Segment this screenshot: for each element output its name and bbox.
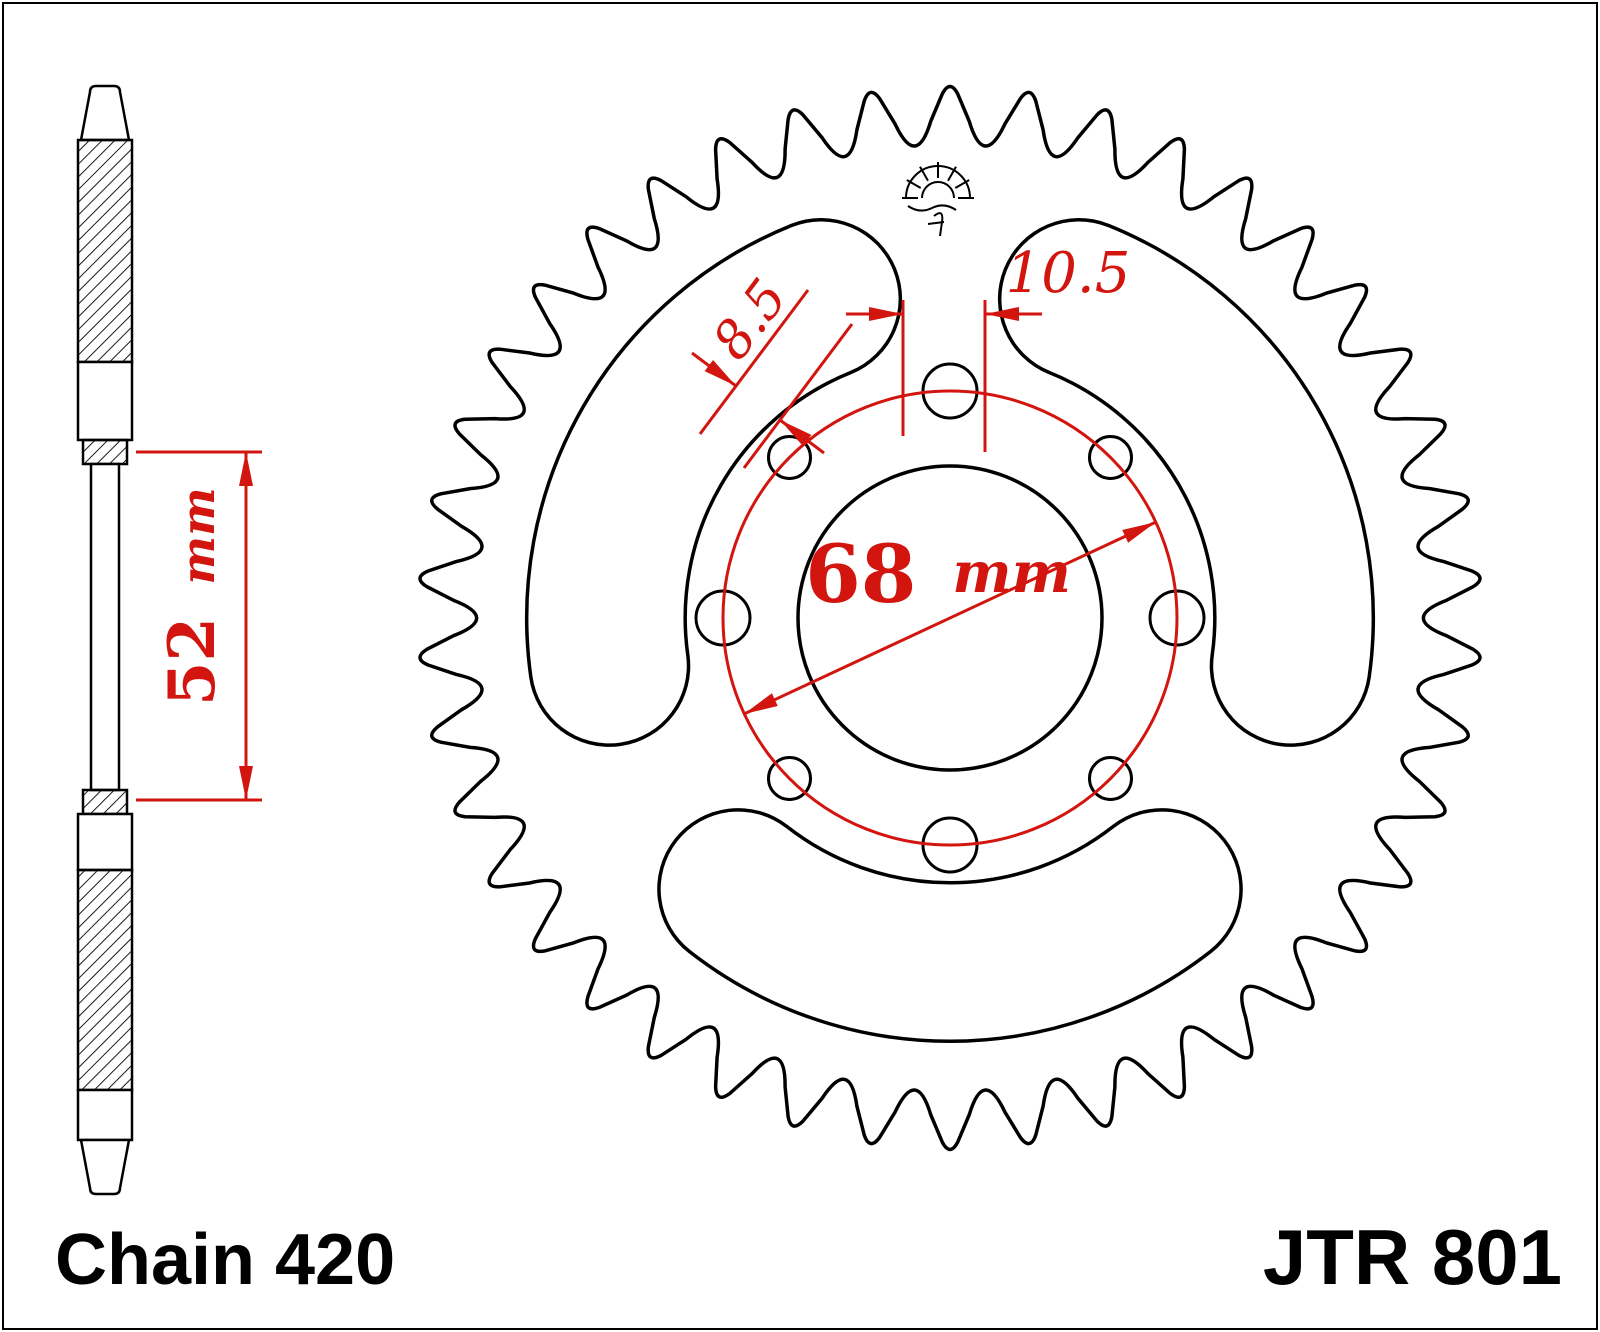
sun-ray [906,179,922,189]
lightening-cutout-fill [660,811,1240,1040]
dimension-unit: mm [952,540,1071,606]
dimension-line [743,520,1157,716]
dimension-label-hub-width: 52 mm [155,487,230,706]
dimension-arrowheads [744,522,1156,714]
dimension-arrowhead [869,307,903,321]
dimension-arrowhead [239,452,253,486]
dimension-arrowhead [744,693,778,714]
part-number-label: JTR 801 [1263,1213,1562,1301]
side-tooth-tip-top [79,84,131,142]
dimension-arrowheads [869,307,1019,321]
chain-size-label: Chain 420 [55,1220,395,1300]
dimension-arrowhead [1122,522,1156,543]
sun-ray [919,166,929,182]
extension-line [742,323,854,469]
side-plate-lower [76,812,134,872]
side-hub-flange-lower [81,788,129,816]
dimension-arrowheads [704,359,812,447]
sun-inner-arc [921,181,955,199]
dimension-label-bolt-circle: 68 mm [805,527,1071,621]
dimension-value: 68 [805,527,916,621]
lightening-cutouts [524,218,1376,1044]
extension-line [698,289,810,435]
dimension-arrowhead [239,766,253,800]
dimension-large-bolt-hole: 10.5 [846,241,1130,452]
side-hub-flange-upper [81,438,129,466]
dimension-unit: mm [171,487,225,584]
dimension-arrowhead [985,307,1019,321]
dimension-arrowhead [780,420,812,447]
sun-ray [947,166,957,182]
bolt-circle-reference [721,389,1179,847]
side-plate-bottom [76,1088,134,1142]
side-section-hatched-upper [76,138,134,364]
dimension-bolt-circle: 68 mm [743,520,1157,716]
side-tooth-tip-bottom [79,1138,131,1196]
dimension-value: 52 [155,617,230,706]
dimension-arrowheads [239,452,253,800]
dimension-arrowhead [704,359,736,386]
logo-flourish-bar [927,221,945,225]
dimension-hub-width: 52 mm [136,450,262,802]
side-web [89,462,121,792]
lightening-cutout-fill [1001,221,1372,744]
jt-sun-logo-icon [902,162,974,237]
sprocket-side-view [76,84,134,1196]
dimension-label-large-hole: 10.5 [1006,241,1131,306]
lightening-cutout-fill [528,221,899,744]
side-plate-upper [76,360,134,442]
sun-base-wave [907,204,957,212]
side-section-hatched-lower [76,868,134,1092]
sun-ray [954,179,970,189]
